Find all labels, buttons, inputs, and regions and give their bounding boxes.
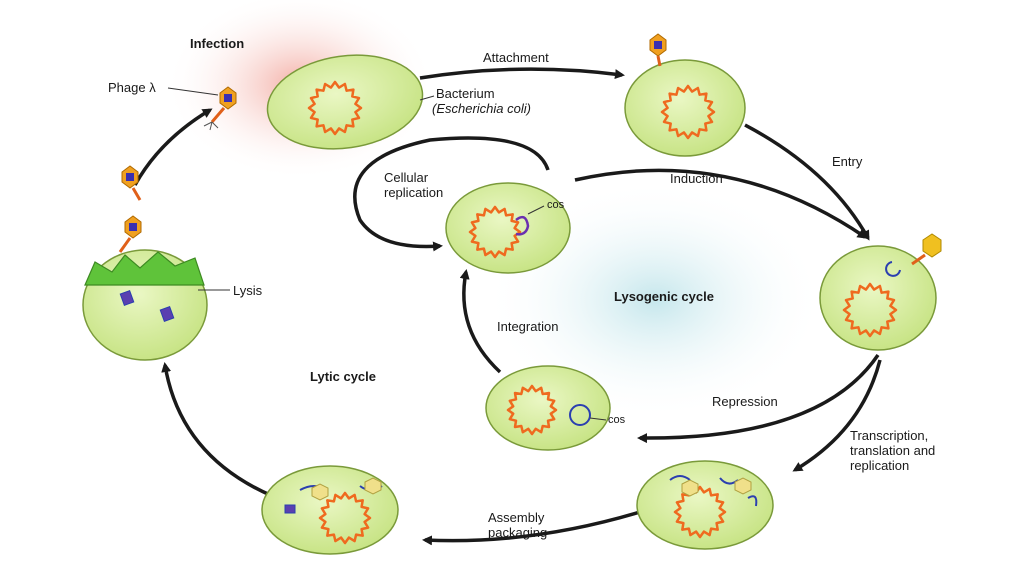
cos-top-leader-line xyxy=(527,205,545,215)
transcription-label: Transcription, translation and replicati… xyxy=(850,428,936,473)
released-phage-icon-2 xyxy=(118,215,142,253)
cos-top-label: cos xyxy=(547,199,565,211)
arrow-assembly xyxy=(422,510,641,546)
arrow-entry xyxy=(744,123,870,241)
phage-leader-line xyxy=(167,87,219,96)
arrow-cellular-replication xyxy=(353,136,550,252)
lytic-cycle-label: Lytic cycle xyxy=(310,369,377,384)
cos-bottom-label: cos xyxy=(608,414,626,426)
arrow-attachment xyxy=(419,67,625,80)
assembly-phage-heads xyxy=(311,477,382,501)
lysogen-cell-bottom xyxy=(485,365,611,451)
phage-label: Phage λ xyxy=(108,80,156,95)
transcription-cell xyxy=(636,460,774,550)
arrow-transcription xyxy=(792,359,882,472)
lysogen-cell-top xyxy=(445,182,571,274)
arrow-induction xyxy=(574,168,868,239)
integration-label: Integration xyxy=(497,319,559,334)
transcription-phage-heads xyxy=(681,477,752,497)
phage-lambda-icon xyxy=(203,86,237,131)
infection-label: Infection xyxy=(190,36,245,51)
cellular-replication-label: Cellular replication xyxy=(384,170,444,200)
assembly-cell xyxy=(261,465,399,555)
lysogenic-glow xyxy=(485,180,825,420)
arrow-integration xyxy=(459,269,502,374)
arrow-repression xyxy=(637,354,880,444)
arrow-lysis-release xyxy=(133,108,213,186)
entry-cell xyxy=(819,245,937,351)
cycle-arrows xyxy=(133,67,882,546)
attachment-cell xyxy=(624,59,746,157)
lysogenic-cycle-label: Lysogenic cycle xyxy=(614,289,714,304)
induction-label: Induction xyxy=(670,171,723,186)
lysis-cell xyxy=(82,249,208,361)
repression-label: Repression xyxy=(712,394,778,409)
assembly-label: Assembly packaging xyxy=(488,510,548,540)
bacterium-cell xyxy=(266,54,424,150)
phage-attaching-icon xyxy=(649,33,667,67)
cos-bottom-leader-line xyxy=(589,417,607,421)
bacterium-label: Bacterium xyxy=(436,86,495,101)
entry-label: Entry xyxy=(832,154,863,169)
bacterium-leader-line xyxy=(419,95,435,101)
attachment-label: Attachment xyxy=(483,50,549,65)
released-phage-icon-1 xyxy=(121,165,142,201)
lysis-label: Lysis xyxy=(233,283,263,298)
arrow-lytic-return xyxy=(161,362,271,497)
ecoli-label: (Escherichia coli) xyxy=(432,101,531,116)
phage-empty-head-icon xyxy=(911,233,942,266)
